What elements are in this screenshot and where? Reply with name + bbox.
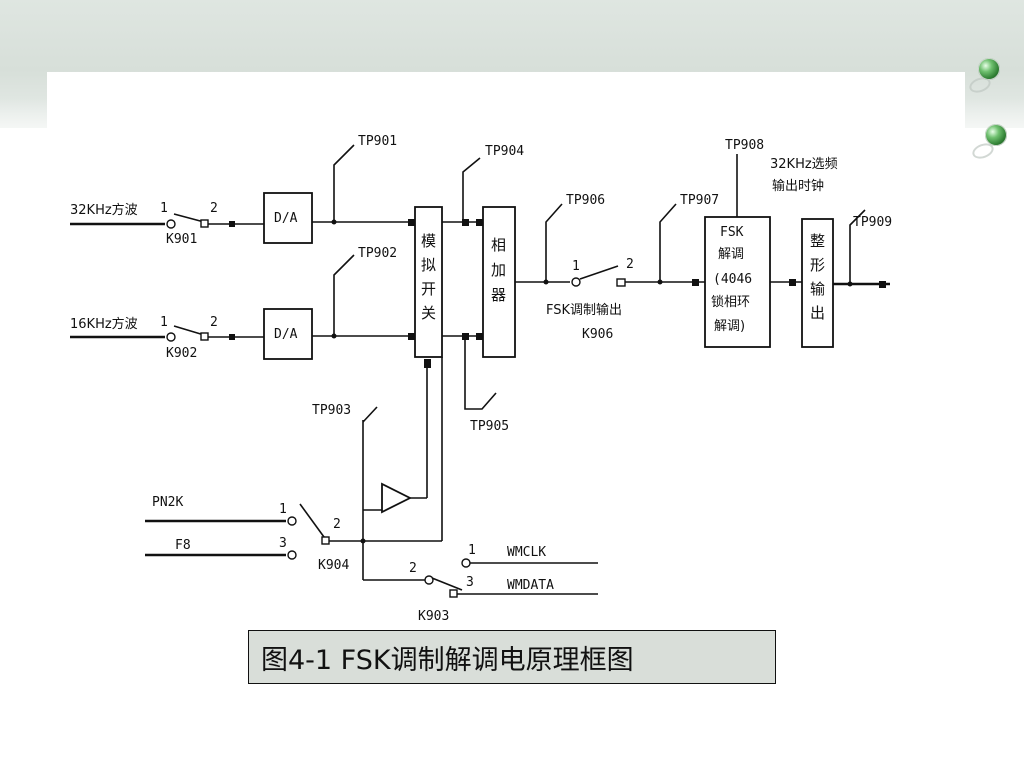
pin-2-label: 2: [333, 517, 341, 532]
wmclk-label: WMCLK: [507, 545, 546, 560]
input-32k-label: 32KHz方波: [70, 202, 138, 218]
tp907-probe: TP907: [659, 193, 719, 282]
da-label-1: D/A: [274, 211, 298, 226]
shaping-output-block: 整 形 输 出: [801, 218, 834, 348]
buffer-amplifier: [381, 359, 431, 514]
analog-switch-block: 模 拟 开 关: [414, 206, 443, 358]
tp905-probe: TP905: [464, 336, 509, 434]
pin-2-label: 2: [626, 257, 634, 272]
tp906-label: TP906: [566, 193, 605, 208]
pin-2-label: 2: [409, 561, 417, 576]
f8-label: F8: [175, 538, 191, 553]
tp909-label: TP909: [853, 215, 892, 230]
pin-2-label: 2: [210, 201, 218, 216]
analog-switch-char: 开: [421, 280, 436, 298]
k901-label: K901: [166, 232, 197, 247]
analog-switch-char: 拟: [421, 256, 436, 274]
pin-3-label: 3: [279, 536, 287, 551]
tp906-probe: TP906: [545, 193, 605, 282]
adder-block: 相 加 器: [482, 206, 516, 358]
fsk-demod-line: 锁相环: [711, 294, 750, 310]
wmdata-label: WMDATA: [507, 578, 554, 593]
pin-3-label: 3: [466, 575, 474, 590]
pin-1-label: 1: [468, 543, 476, 558]
input-16k-path: 16KHz方波 1 2 K902: [70, 315, 264, 361]
k902-label: K902: [166, 346, 197, 361]
fsk-mod-output-label: FSK调制输出: [546, 302, 622, 318]
tp902-label: TP902: [358, 246, 397, 261]
tp905-label: TP905: [470, 419, 509, 434]
pn2k-input: PN2K 1: [145, 495, 297, 526]
tp904-probe: TP904: [462, 144, 524, 222]
decorative-orb-icon: [985, 124, 1007, 146]
shaping-output-char: 出: [810, 304, 825, 322]
tp904-label: TP904: [485, 144, 524, 159]
da-label-2: D/A: [274, 327, 298, 342]
adder-char: 器: [491, 286, 506, 304]
shaping-output-char: 整: [810, 232, 825, 250]
tp901-label: TP901: [358, 134, 397, 149]
decorative-orb-icon: [978, 58, 1000, 80]
shaping-output-char: 形: [810, 256, 825, 274]
da-block-1: D/A: [263, 192, 313, 244]
adder-char: 加: [491, 261, 506, 279]
pin-1-label: 1: [160, 315, 168, 330]
figure-caption: 图4-1 FSK调制解调电原理框图: [248, 630, 776, 684]
fsk-demod-line: FSK: [720, 225, 744, 240]
f8-input: F8 3: [145, 536, 297, 560]
tp909-probe: TP909: [849, 209, 892, 284]
clock-output-label-line2: 输出时钟: [772, 178, 824, 194]
tp908-label: TP908: [725, 138, 764, 153]
tp901-probe: TP901: [333, 134, 397, 222]
k904-label: K904: [318, 558, 349, 573]
pin-2-label: 2: [210, 315, 218, 330]
pin-1-label: 1: [160, 201, 168, 216]
analog-switch-char: 关: [421, 304, 436, 322]
k904-switch: 2 K904: [299, 503, 349, 573]
fsk-demod-line: (4046: [713, 272, 752, 287]
tp902-probe: TP902: [333, 246, 397, 336]
input-32k-path: 32KHz方波 1 2 K901: [70, 201, 264, 247]
shaping-output-char: 输: [810, 280, 825, 298]
k906-label: K906: [582, 327, 613, 342]
tp903-probe: TP903: [312, 403, 378, 423]
adder-char: 相: [491, 236, 506, 254]
input-16k-label: 16KHz方波: [70, 316, 138, 332]
content-panel: [47, 72, 965, 682]
analog-switch-char: 模: [421, 232, 436, 250]
pin-1-label: 1: [279, 502, 287, 517]
da-block-2: D/A: [263, 308, 313, 360]
fsk-demod-line: 解调: [718, 247, 744, 262]
tp903-label: TP903: [312, 403, 351, 418]
pin-1-label: 1: [572, 259, 580, 274]
fsk-demod-line: 解调): [714, 319, 745, 334]
k903-switch: 2 1 3 K903: [409, 543, 476, 624]
tp908-probe: TP908: [725, 138, 764, 217]
k903-label: K903: [418, 609, 449, 624]
pn2k-label: PN2K: [152, 495, 183, 510]
clock-output-label-line1: 32KHz选频: [770, 157, 838, 172]
fsk-demod-block: FSK 解调 (4046 锁相环 解调): [704, 216, 771, 348]
tp907-label: TP907: [680, 193, 719, 208]
